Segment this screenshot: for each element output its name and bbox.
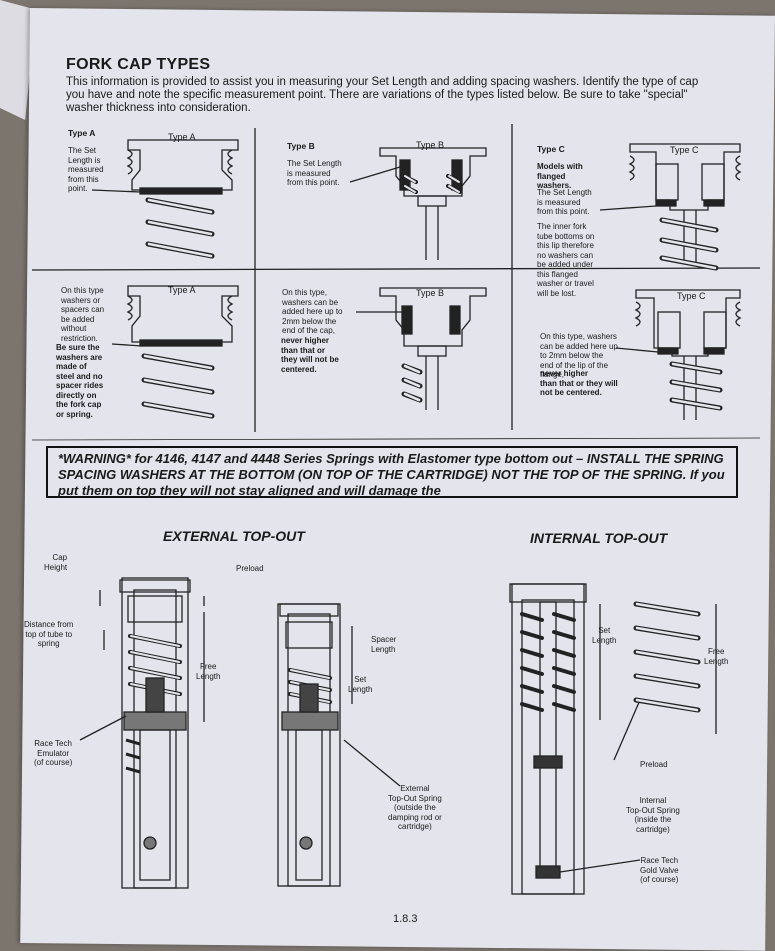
type-c-cap-label-top: Type C <box>670 145 699 155</box>
type-b-note-top: The Set Length is measured from this poi… <box>287 159 342 187</box>
type-c-note-lip: The inner fork tube bottoms on this lip … <box>537 222 595 298</box>
external-topout-heading: EXTERNAL TOP-OUT <box>163 528 305 544</box>
type-a-cap-bottom <box>111 285 239 419</box>
type-b-cap-bottom <box>356 287 487 410</box>
intro-paragraph: This information is provided to assist y… <box>66 76 699 114</box>
free-length-label-external: Free Length <box>196 662 221 681</box>
type-c-note-bottom-bold: never higher than that or they will not … <box>540 369 618 397</box>
type-b-note-bottom-bold: never higher than that or they will not … <box>281 336 339 374</box>
type-b-cap-top <box>349 147 487 260</box>
distance-label: Distance from top of tube to spring <box>24 620 74 648</box>
internal-topout-spring-label: Internal Top-Out Spring (inside the cart… <box>626 796 680 834</box>
spacer-length-label: Spacer Length <box>371 635 397 654</box>
type-a-note-top: The Set Length is measured from this poi… <box>68 146 104 193</box>
type-c-heading: Type C <box>537 144 565 154</box>
preload-label-internal: Preload <box>640 760 668 769</box>
set-length-label-external: Set Length <box>348 675 373 694</box>
type-c-note-top: The Set Length is measured from this poi… <box>537 188 592 216</box>
type-b-note-bottom: On this type, washers can be added here … <box>282 288 343 335</box>
type-c-note-bottom: On this type, washers can be added here … <box>540 332 618 379</box>
type-b-cap-label-bottom: Type B <box>416 288 445 298</box>
type-a-note-bottom: On this type washers or spacers can be a… <box>61 286 105 343</box>
external-topout-spring-label: External Top-Out Spring (outside the dam… <box>388 784 442 831</box>
internal-topout-heading: INTERNAL TOP-OUT <box>530 530 668 546</box>
page-title: FORK CAP TYPES <box>66 56 211 73</box>
type-a-cap-top <box>91 139 239 259</box>
external-fork-1 <box>79 577 205 889</box>
set-length-label-internal: Set Length <box>592 626 617 645</box>
type-a-cap-label-top: Type A <box>168 132 196 142</box>
type-b-cap-label-top: Type B <box>416 140 445 150</box>
emulator-label: Race Tech Emulator (of course) <box>34 739 73 767</box>
gold-valve-label: Race Tech Gold Valve (of course) <box>640 856 679 884</box>
fold-line <box>31 437 761 441</box>
type-c-cap-label-bottom: Type C <box>677 291 706 301</box>
external-fork-2 <box>277 603 401 887</box>
type-a-heading: Type A <box>68 128 96 138</box>
type-c-cap-bottom <box>615 289 742 420</box>
warning-box: *WARNING* for 4146, 4147 and 4448 Series… <box>46 446 738 498</box>
type-c-cap-top <box>599 143 742 271</box>
type-c-note-bold: Models with flanged washers. <box>537 162 583 190</box>
type-a-cap-label-bottom: Type A <box>168 285 196 295</box>
section-divider <box>31 267 761 271</box>
cap-height-label: Cap Height <box>44 553 68 572</box>
type-b-heading: Type B <box>287 141 315 151</box>
internal-fork <box>509 583 717 895</box>
free-length-label-internal: Free Length <box>704 647 729 666</box>
page-number: 1.8.3 <box>393 913 418 925</box>
preload-label-external: Preload <box>236 564 264 573</box>
type-a-note-bottom-bold: Be sure the washers are made of steel an… <box>56 343 104 419</box>
